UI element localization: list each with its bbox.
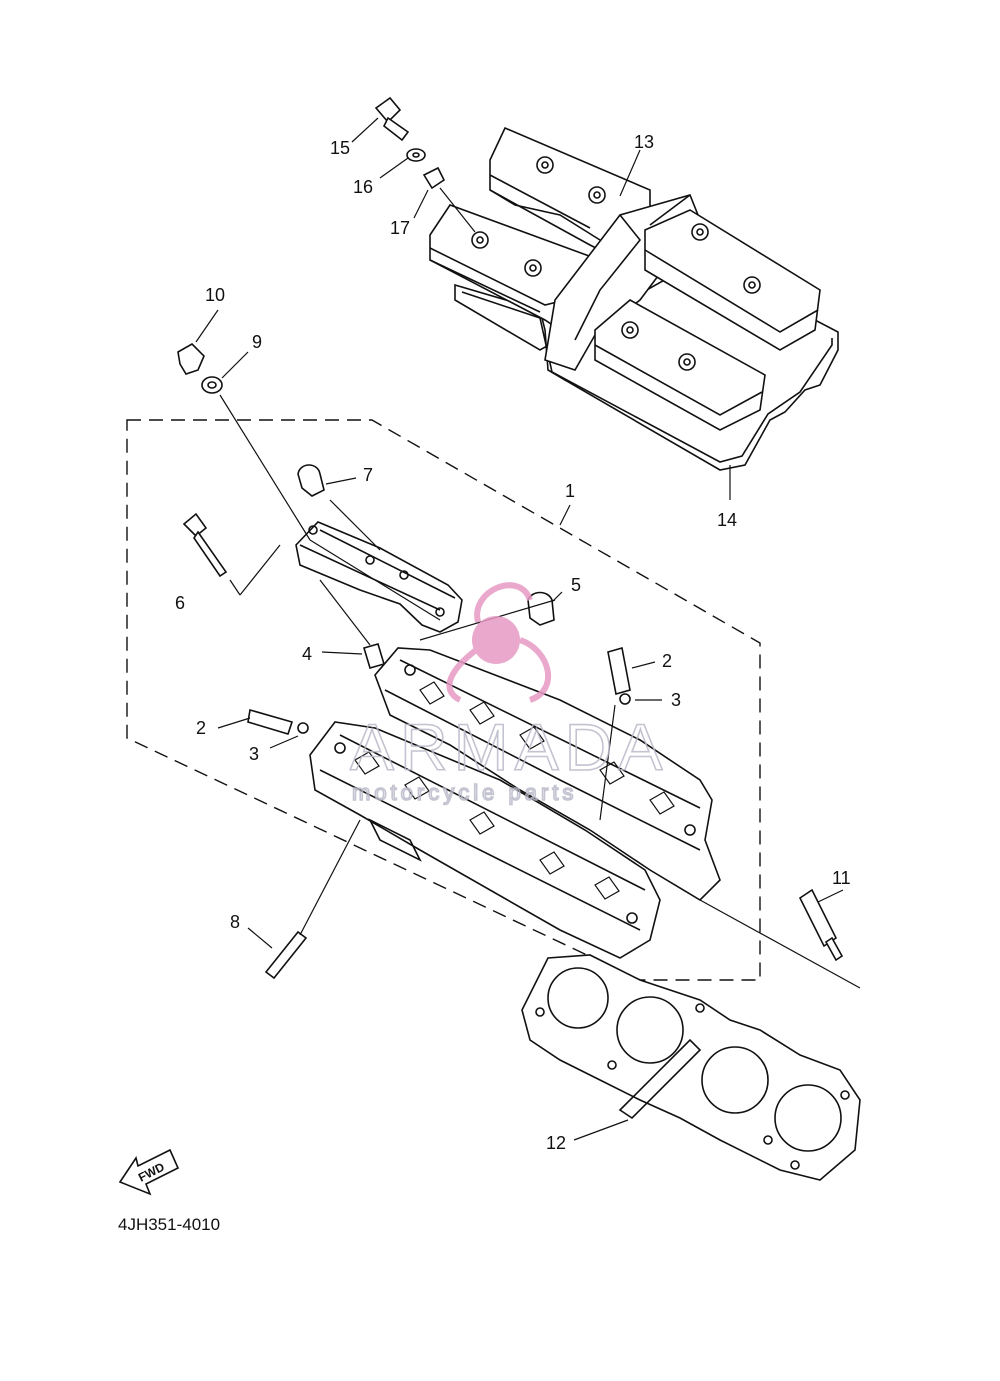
callout-14: 14: [717, 510, 737, 530]
valve-guide-2-right-icon: [607, 646, 631, 696]
bolt-15-icon: [374, 96, 410, 142]
callout-15: 15: [330, 138, 350, 158]
head-gasket: [521, 954, 861, 1181]
callout-1: 1: [565, 481, 575, 501]
assembly-boundary: [126, 419, 761, 981]
cylinder-head-front: [309, 721, 661, 959]
callout-6: 6: [175, 593, 185, 613]
watermark-subtitle: motorcycle parts: [352, 780, 577, 805]
grommet-17-icon: [422, 166, 446, 190]
callout-16: 16: [353, 177, 373, 197]
forward-arrow-icon: FWD: [118, 1148, 180, 1196]
clip-3-left-icon: [297, 722, 309, 734]
callout-10: 10: [205, 285, 225, 305]
bolt-6-icon: [182, 512, 228, 578]
callout-3-right: 3: [671, 690, 681, 710]
callout-2-left: 2: [196, 718, 206, 738]
stud-bolt-8-icon: [264, 930, 308, 980]
callout-7: 7: [363, 465, 373, 485]
callout-9: 9: [252, 332, 262, 352]
leader-lines: [195, 117, 861, 1141]
spark-plug-11-icon: [798, 888, 844, 962]
callout-17: 17: [390, 218, 410, 238]
watermark-logo-icon: [472, 616, 520, 664]
watermark-brand: ARMADA: [350, 710, 668, 784]
callout-2-right: 2: [662, 651, 672, 671]
callout-3-left: 3: [249, 744, 259, 764]
clip-3-right-icon: [619, 693, 631, 705]
cylinder-head-rear: [374, 647, 721, 902]
callout-12: 12: [546, 1133, 566, 1153]
camshaft-cap-bracket: [295, 521, 463, 633]
valve-guide-2-left-icon: [247, 708, 294, 735]
washer-16-icon: [406, 148, 426, 162]
washer-9-icon: [201, 376, 223, 394]
plug-7-icon: [297, 464, 325, 497]
dowel-4-icon: [363, 643, 385, 669]
watermark: ARMADA motorcycle parts: [349, 582, 668, 806]
callout-4: 4: [302, 644, 312, 664]
part-code: 4JH351-4010: [118, 1215, 220, 1234]
callout-11: 11: [832, 868, 851, 888]
callout-8: 8: [230, 912, 240, 932]
callout-13: 13: [634, 132, 654, 152]
bolt-10-icon: [177, 343, 205, 375]
cylinder-head-cover: [429, 126, 839, 471]
callout-5: 5: [571, 575, 581, 595]
